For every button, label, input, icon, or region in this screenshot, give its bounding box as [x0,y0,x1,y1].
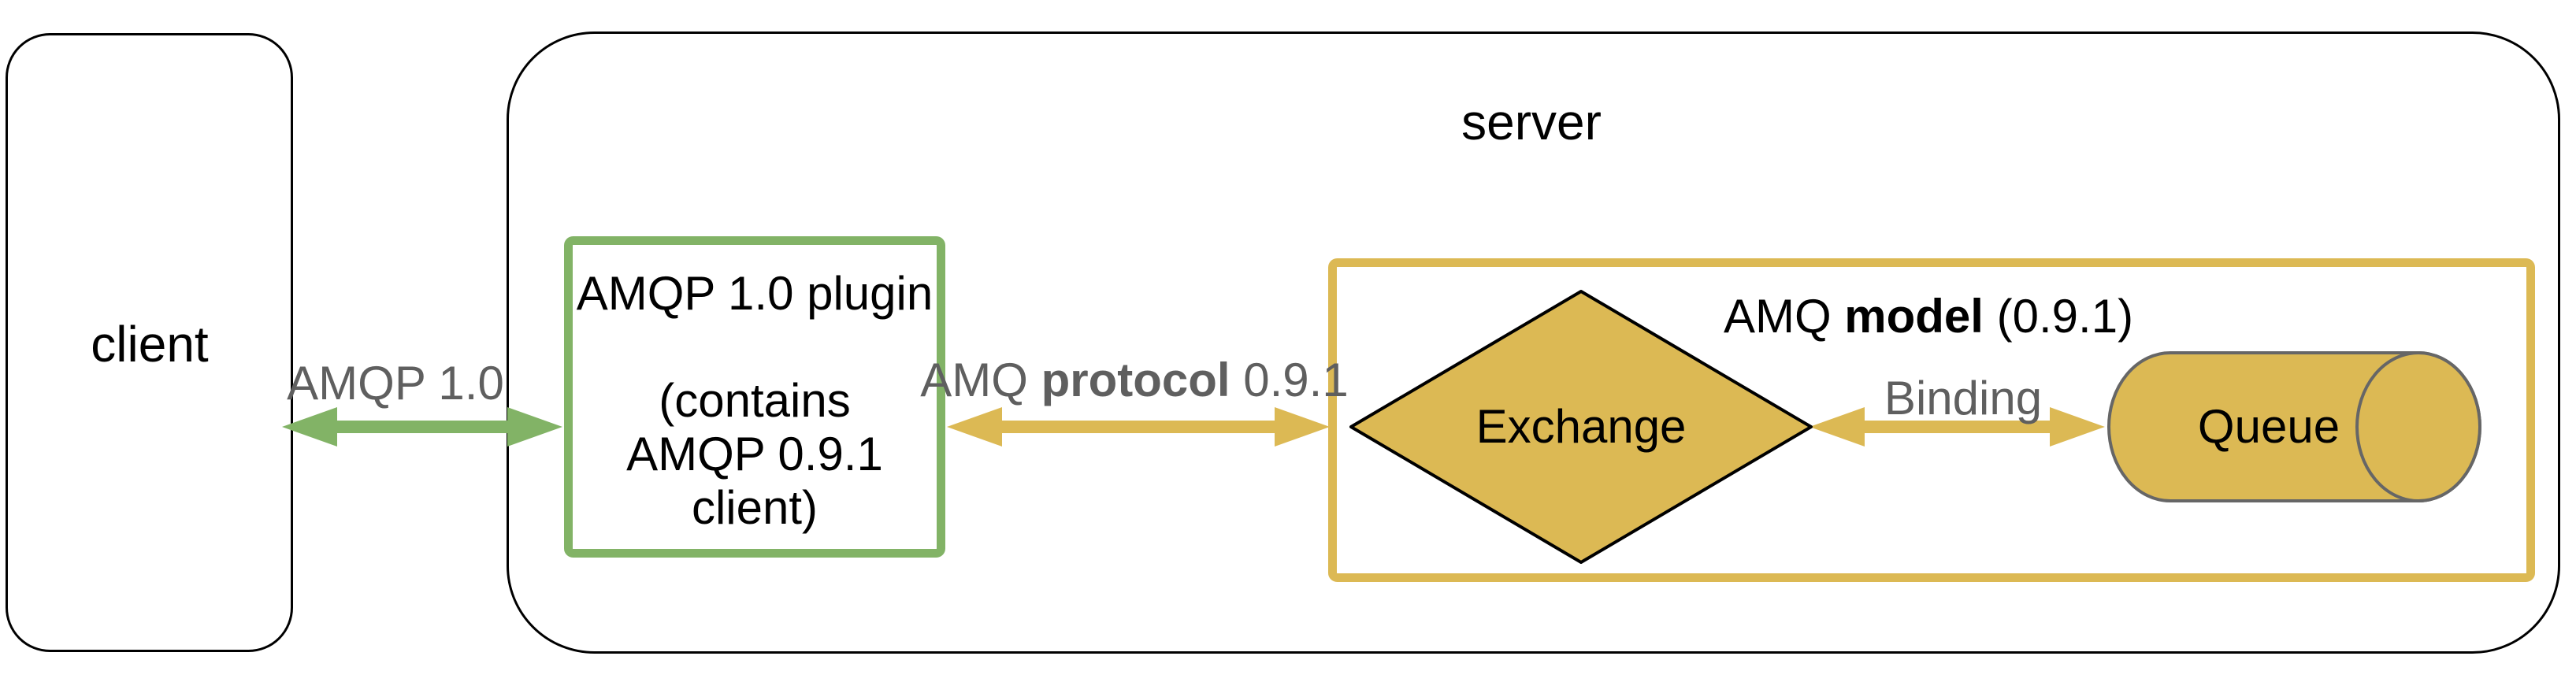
binding-double-arrow [1810,407,2105,447]
server-group-label: server [1461,93,1602,150]
amq-protocol-label-bold: protocol [1041,354,1230,406]
plugin-node-detail-line1: (contains [659,374,851,427]
amqp10-link-label: AMQP 1.0 [287,357,504,410]
amq-model-title-suffix: (0.9.1) [1983,290,2134,343]
binding-link-label: Binding [1884,372,2043,424]
exchange-node-label: Exchange [1475,400,1687,453]
amq-model-title-bold: model [1844,290,1984,343]
queue-node-label: Queue [2197,400,2340,453]
client-node-label: client [91,315,209,373]
plugin-node-detail-line3: client) [691,481,818,534]
amq-protocol-label-suffix: 0.9.1 [1230,354,1349,406]
exchange-diamond-shape [1349,290,1813,564]
amq-protocol-link-label: AMQ protocol 0.9.1 [920,354,1348,406]
amq-protocol-label-prefix: AMQ [920,354,1041,406]
plugin-box-shape [564,236,945,558]
amq-model-title-prefix: AMQ [1723,290,1845,343]
plugin-node-text: AMQP 1.0 plugin (contains AMQP 0.9.1 cli… [564,238,945,556]
amqp10-double-arrow [282,407,562,447]
queue-cylinder-cap-shape [2355,351,2481,502]
plugin-node-title: AMQP 1.0 plugin [576,267,934,320]
amq-model-group-title: AMQ model (0.9.1) [1724,291,2133,343]
plugin-node-detail-line2: AMQP 0.9.1 [626,428,883,480]
amq-protocol-double-arrow [947,407,1330,447]
client-box-shape [6,33,293,652]
